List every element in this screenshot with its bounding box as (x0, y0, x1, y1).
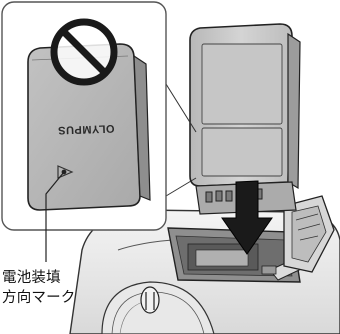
triangle-direction-mark-icon (57, 165, 74, 179)
battery-door (283, 195, 335, 273)
inset-callout-lines (165, 83, 197, 197)
prohibition-sign-icon (50, 18, 118, 86)
caption-line-1: 電池装填 (2, 270, 61, 286)
battery-brand-label: OLYMPUS (57, 122, 114, 136)
battery-inserting (189, 23, 301, 215)
direction-mark-caption: 電池装填 方向マーク (2, 268, 142, 308)
down-arrow-icon (221, 180, 273, 255)
caption-line-2: 方向マーク (2, 290, 76, 306)
inset-wrong-orientation: OLYMPUS (1, 1, 167, 231)
label-leader-line (45, 169, 67, 262)
